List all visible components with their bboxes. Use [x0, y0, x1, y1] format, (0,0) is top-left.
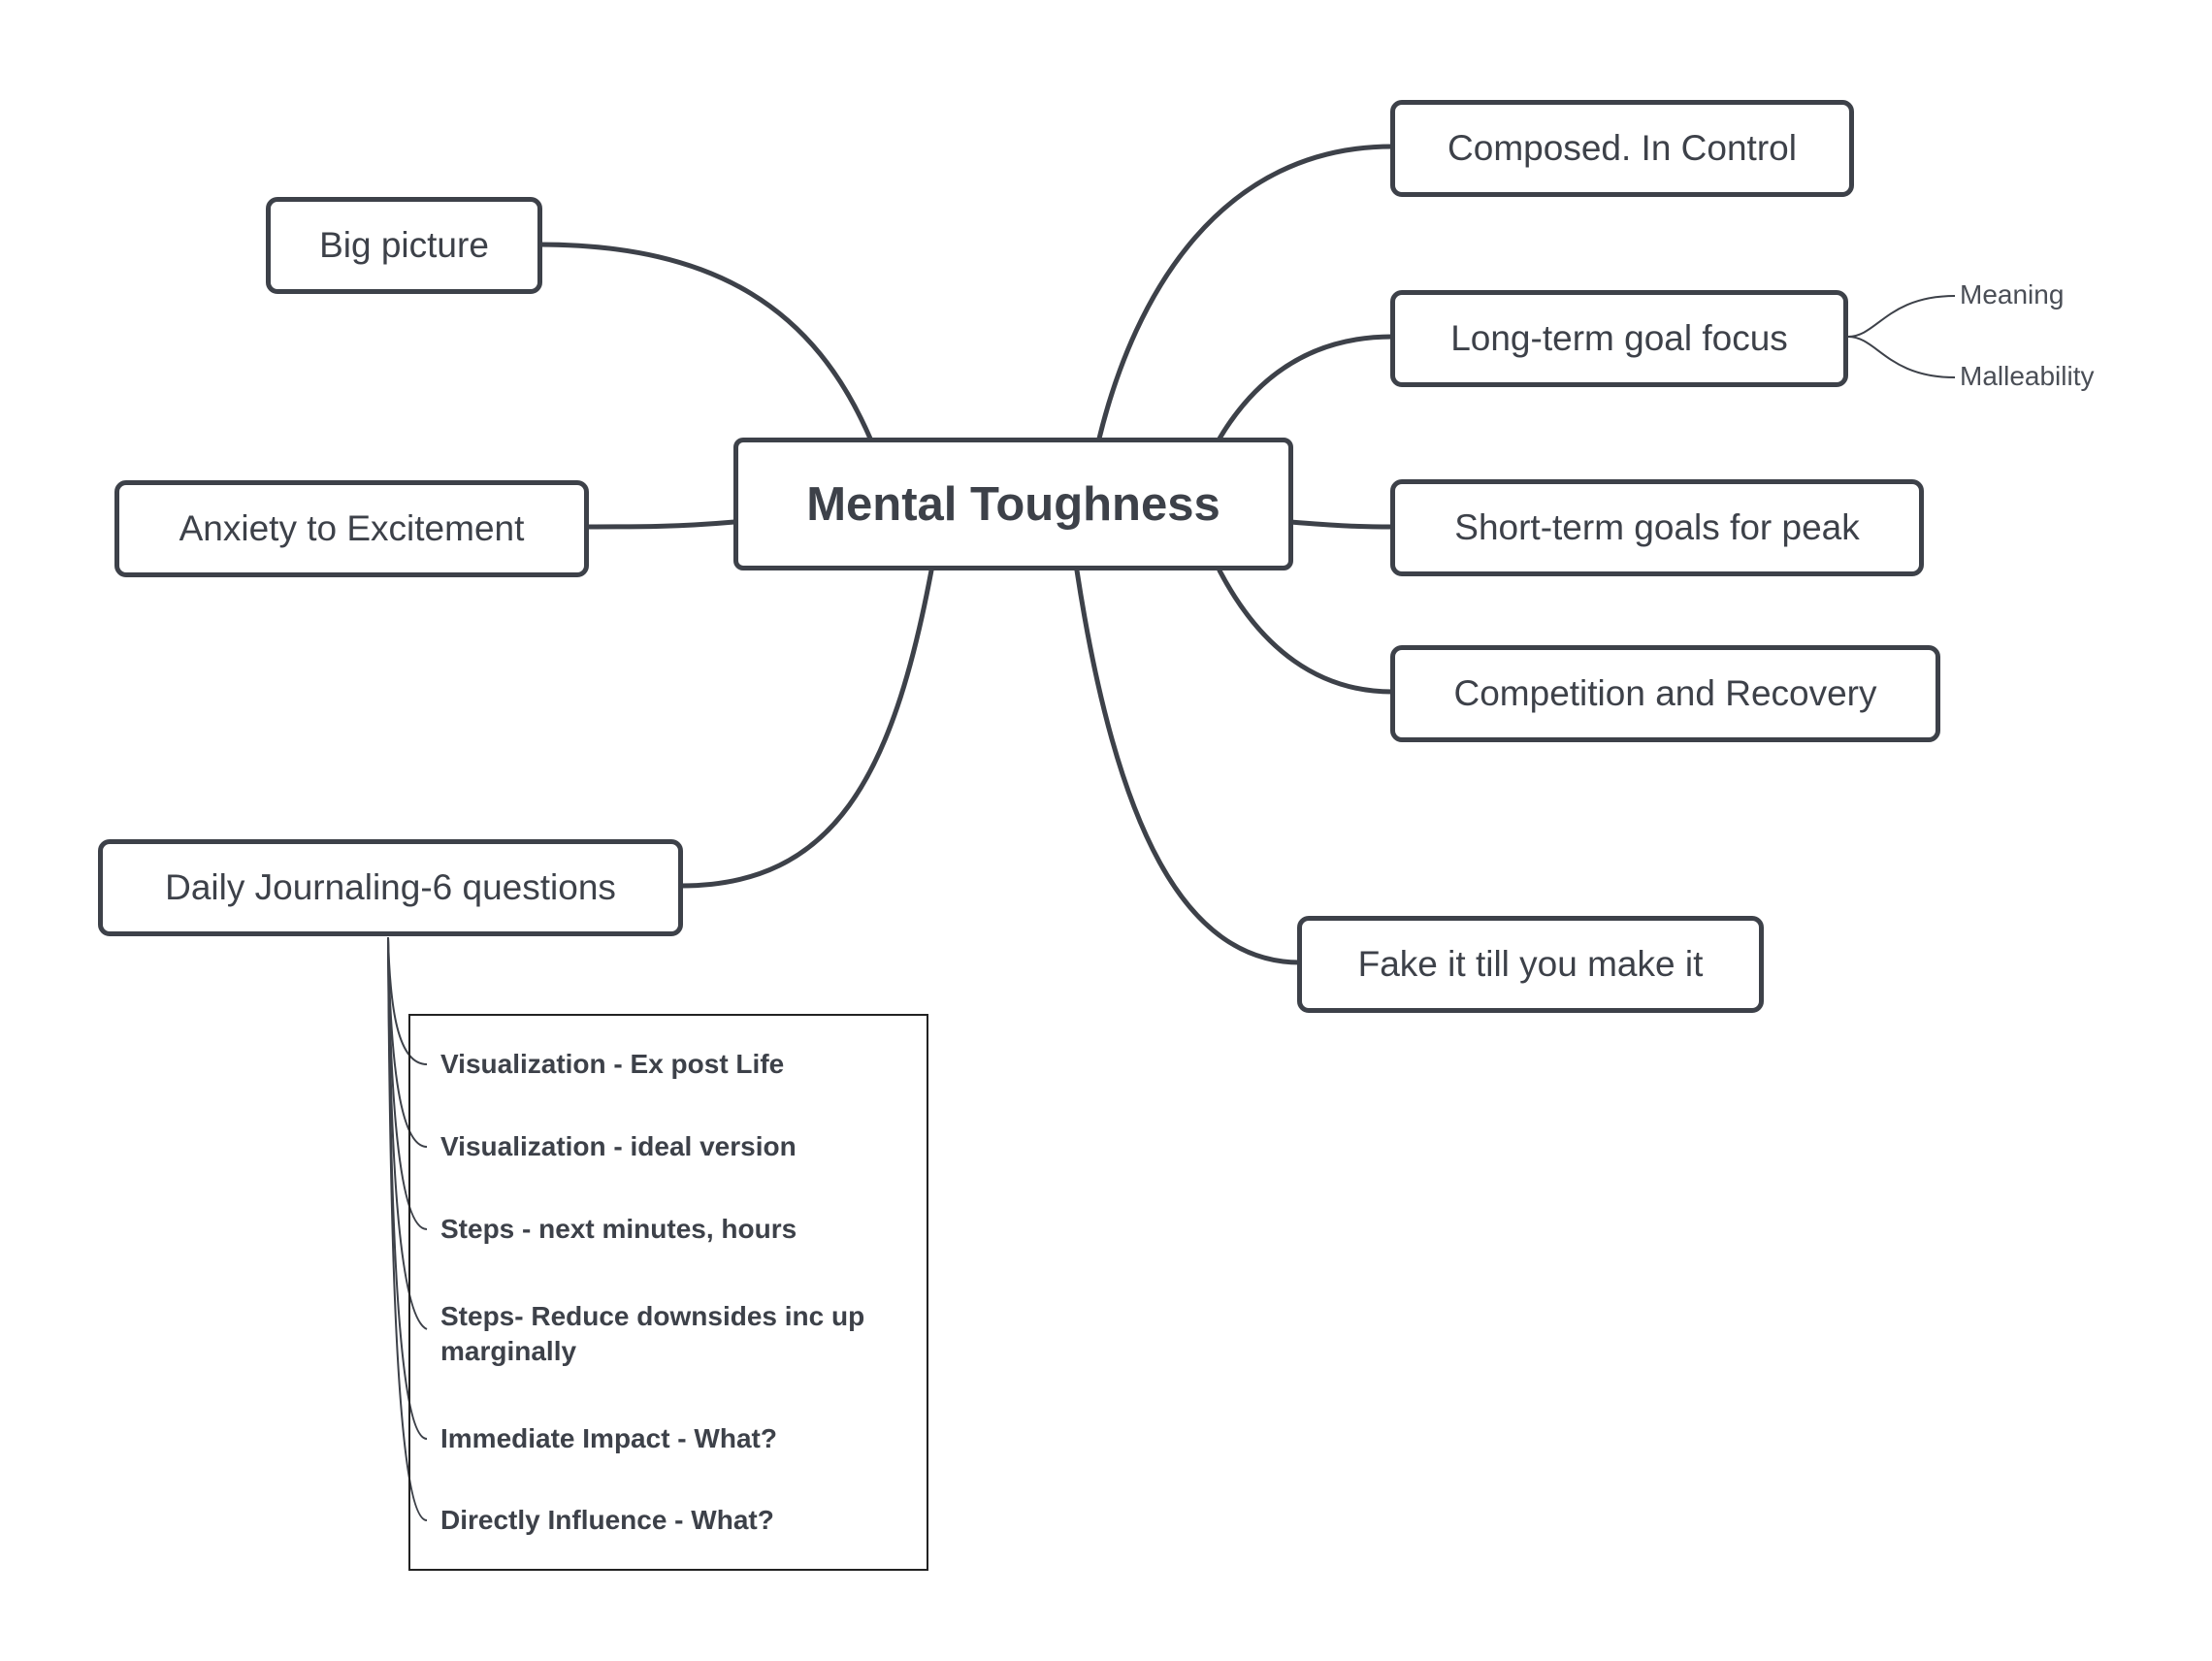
- journal-item-6[interactable]: Directly Influence - What?: [440, 1505, 774, 1535]
- journal-item-4[interactable]: Steps- Reduce downsides inc up marginall…: [440, 1301, 865, 1366]
- node-fake-it[interactable]: Fake it till you make it: [1297, 916, 1764, 1013]
- node-long-term-goal-focus[interactable]: Long-term goal focus: [1390, 290, 1848, 387]
- journal-connector-6: [387, 936, 428, 1521]
- edge-long-term: [1217, 334, 1395, 441]
- journal-item-3[interactable]: Steps - next minutes, hours: [440, 1214, 797, 1244]
- node-anxiety-to-excitement[interactable]: Anxiety to Excitement: [114, 480, 589, 577]
- node-competition-and-recovery[interactable]: Competition and Recovery: [1390, 645, 1940, 742]
- edge-big-picture: [536, 242, 873, 441]
- node-big-picture[interactable]: Big picture: [266, 197, 542, 294]
- edge-fake-it: [1074, 568, 1303, 965]
- journal-item-1[interactable]: Visualization - Ex post Life: [440, 1049, 785, 1079]
- edge-malleability: [1847, 336, 1956, 378]
- journal-questions-box: [408, 1014, 928, 1571]
- edge-meaning: [1847, 295, 1956, 338]
- journal-item-5[interactable]: Immediate Impact - What?: [440, 1423, 777, 1453]
- node-short-term-goals[interactable]: Short-term goals for peak: [1390, 479, 1924, 576]
- edge-anxiety: [584, 519, 737, 530]
- edge-composed: [1096, 144, 1395, 441]
- leaf-malleability[interactable]: Malleability: [1960, 361, 2095, 391]
- edge-competition: [1217, 568, 1395, 695]
- node-composed-in-control[interactable]: Composed. In Control: [1390, 100, 1854, 197]
- leaf-meaning[interactable]: Meaning: [1960, 279, 2065, 309]
- journal-item-2[interactable]: Visualization - ideal version: [440, 1131, 797, 1161]
- node-daily-journaling[interactable]: Daily Journaling-6 questions: [98, 839, 683, 936]
- central-topic[interactable]: Mental Toughness: [733, 438, 1293, 570]
- edge-short-term: [1287, 519, 1395, 530]
- edge-journaling: [678, 568, 934, 889]
